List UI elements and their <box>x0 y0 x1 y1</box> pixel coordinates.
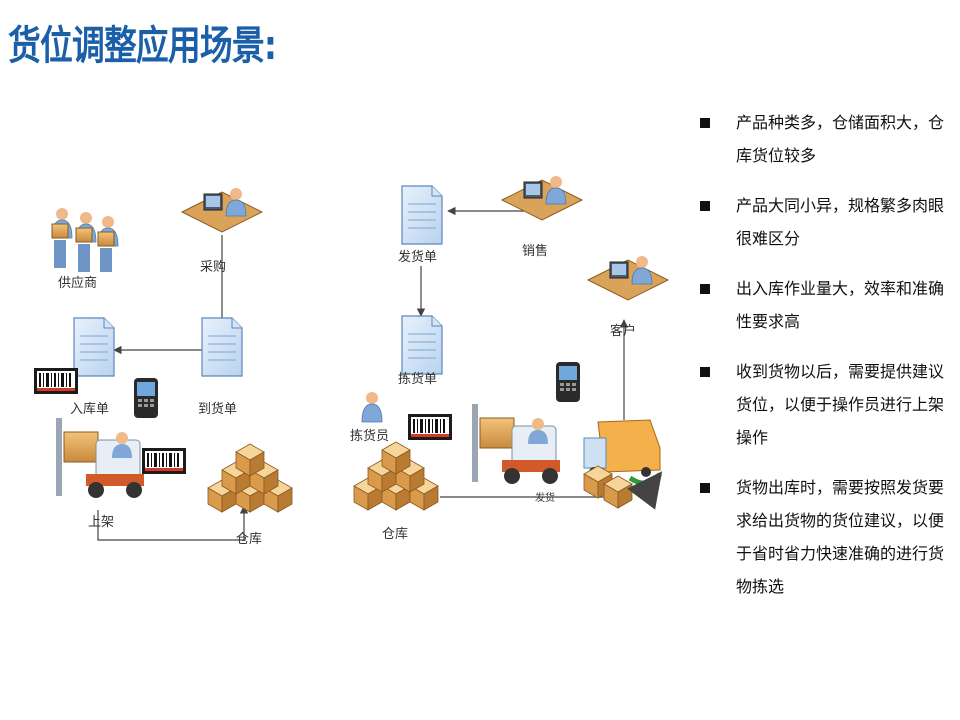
bullet-square-icon <box>700 201 710 211</box>
bullet-item: 产品种类多，仓储面积大，仓库货位较多 <box>696 106 946 172</box>
bullet-square-icon <box>700 284 710 294</box>
box-pile-icon <box>353 441 439 511</box>
arrow-shelving-to-warehouse <box>97 505 249 541</box>
label-picking-order: 拣货单 <box>398 371 437 387</box>
label-sales: 销售 <box>522 243 548 259</box>
label-shipping-order: 发货单 <box>398 249 437 265</box>
label-warehouse-left: 仓库 <box>236 531 262 547</box>
arrival-order-doc-icon <box>201 317 243 377</box>
barcode-icon <box>142 448 186 474</box>
picking-order-doc-icon <box>401 315 443 375</box>
bullet-square-icon <box>700 483 710 493</box>
barcode-icon <box>408 414 452 440</box>
warehouse-flow-diagram: 供应商 采购 入库单 到货单 上架 仓库 发货单 销售 客户 拣货单 拣货员 <box>34 175 669 547</box>
bullet-item: 出入库作业量大，效率和准确性要求高 <box>696 272 946 338</box>
label-shelving: 上架 <box>88 515 114 530</box>
forklift-icon <box>471 403 561 485</box>
barcode-icon <box>34 368 78 394</box>
box-pile-icon <box>207 443 293 513</box>
label-arrival-order: 到货单 <box>198 401 237 417</box>
label-warehouse-right: 仓库 <box>382 526 408 542</box>
bullet-item: 产品大同小异，规格繁多肉眼很难区分 <box>696 189 946 255</box>
purchase-desk-icon <box>181 187 263 233</box>
label-inbound-order: 入库单 <box>70 401 109 417</box>
picker-person-icon <box>361 391 383 423</box>
label-customer: 客户 <box>610 323 636 339</box>
bullet-square-icon <box>700 118 710 128</box>
supplier-people-icon <box>51 207 119 272</box>
label-picker: 拣货员 <box>350 428 389 444</box>
handheld-scanner-icon <box>556 362 580 402</box>
shipping-order-doc-icon <box>401 185 443 245</box>
bullet-list: 产品种类多，仓储面积大，仓库货位较多 产品大同小异，规格繁多肉眼很难区分 出入库… <box>696 106 946 620</box>
label-supplier: 供应商 <box>58 275 97 291</box>
bullet-square-icon <box>700 367 710 377</box>
customer-desk-icon <box>587 255 669 301</box>
label-purchase: 采购 <box>200 259 226 275</box>
delivery-truck-icon <box>583 419 663 510</box>
handheld-scanner-icon <box>134 378 158 418</box>
slide-title: 货位调整应用场景: <box>8 23 277 69</box>
bullet-item: 收到货物以后，需要提供建议货位，以便于操作员进行上架操作 <box>696 355 946 454</box>
bullet-item: 货物出库时，需要按照发货要求给出货物的货位建议，以便于省时省力快速准确的进行货物… <box>696 471 946 603</box>
inbound-order-doc-icon <box>73 317 115 377</box>
label-ship-arrow: 发货 <box>535 491 555 504</box>
forklift-icon <box>55 417 145 499</box>
sales-desk-icon <box>501 175 583 221</box>
